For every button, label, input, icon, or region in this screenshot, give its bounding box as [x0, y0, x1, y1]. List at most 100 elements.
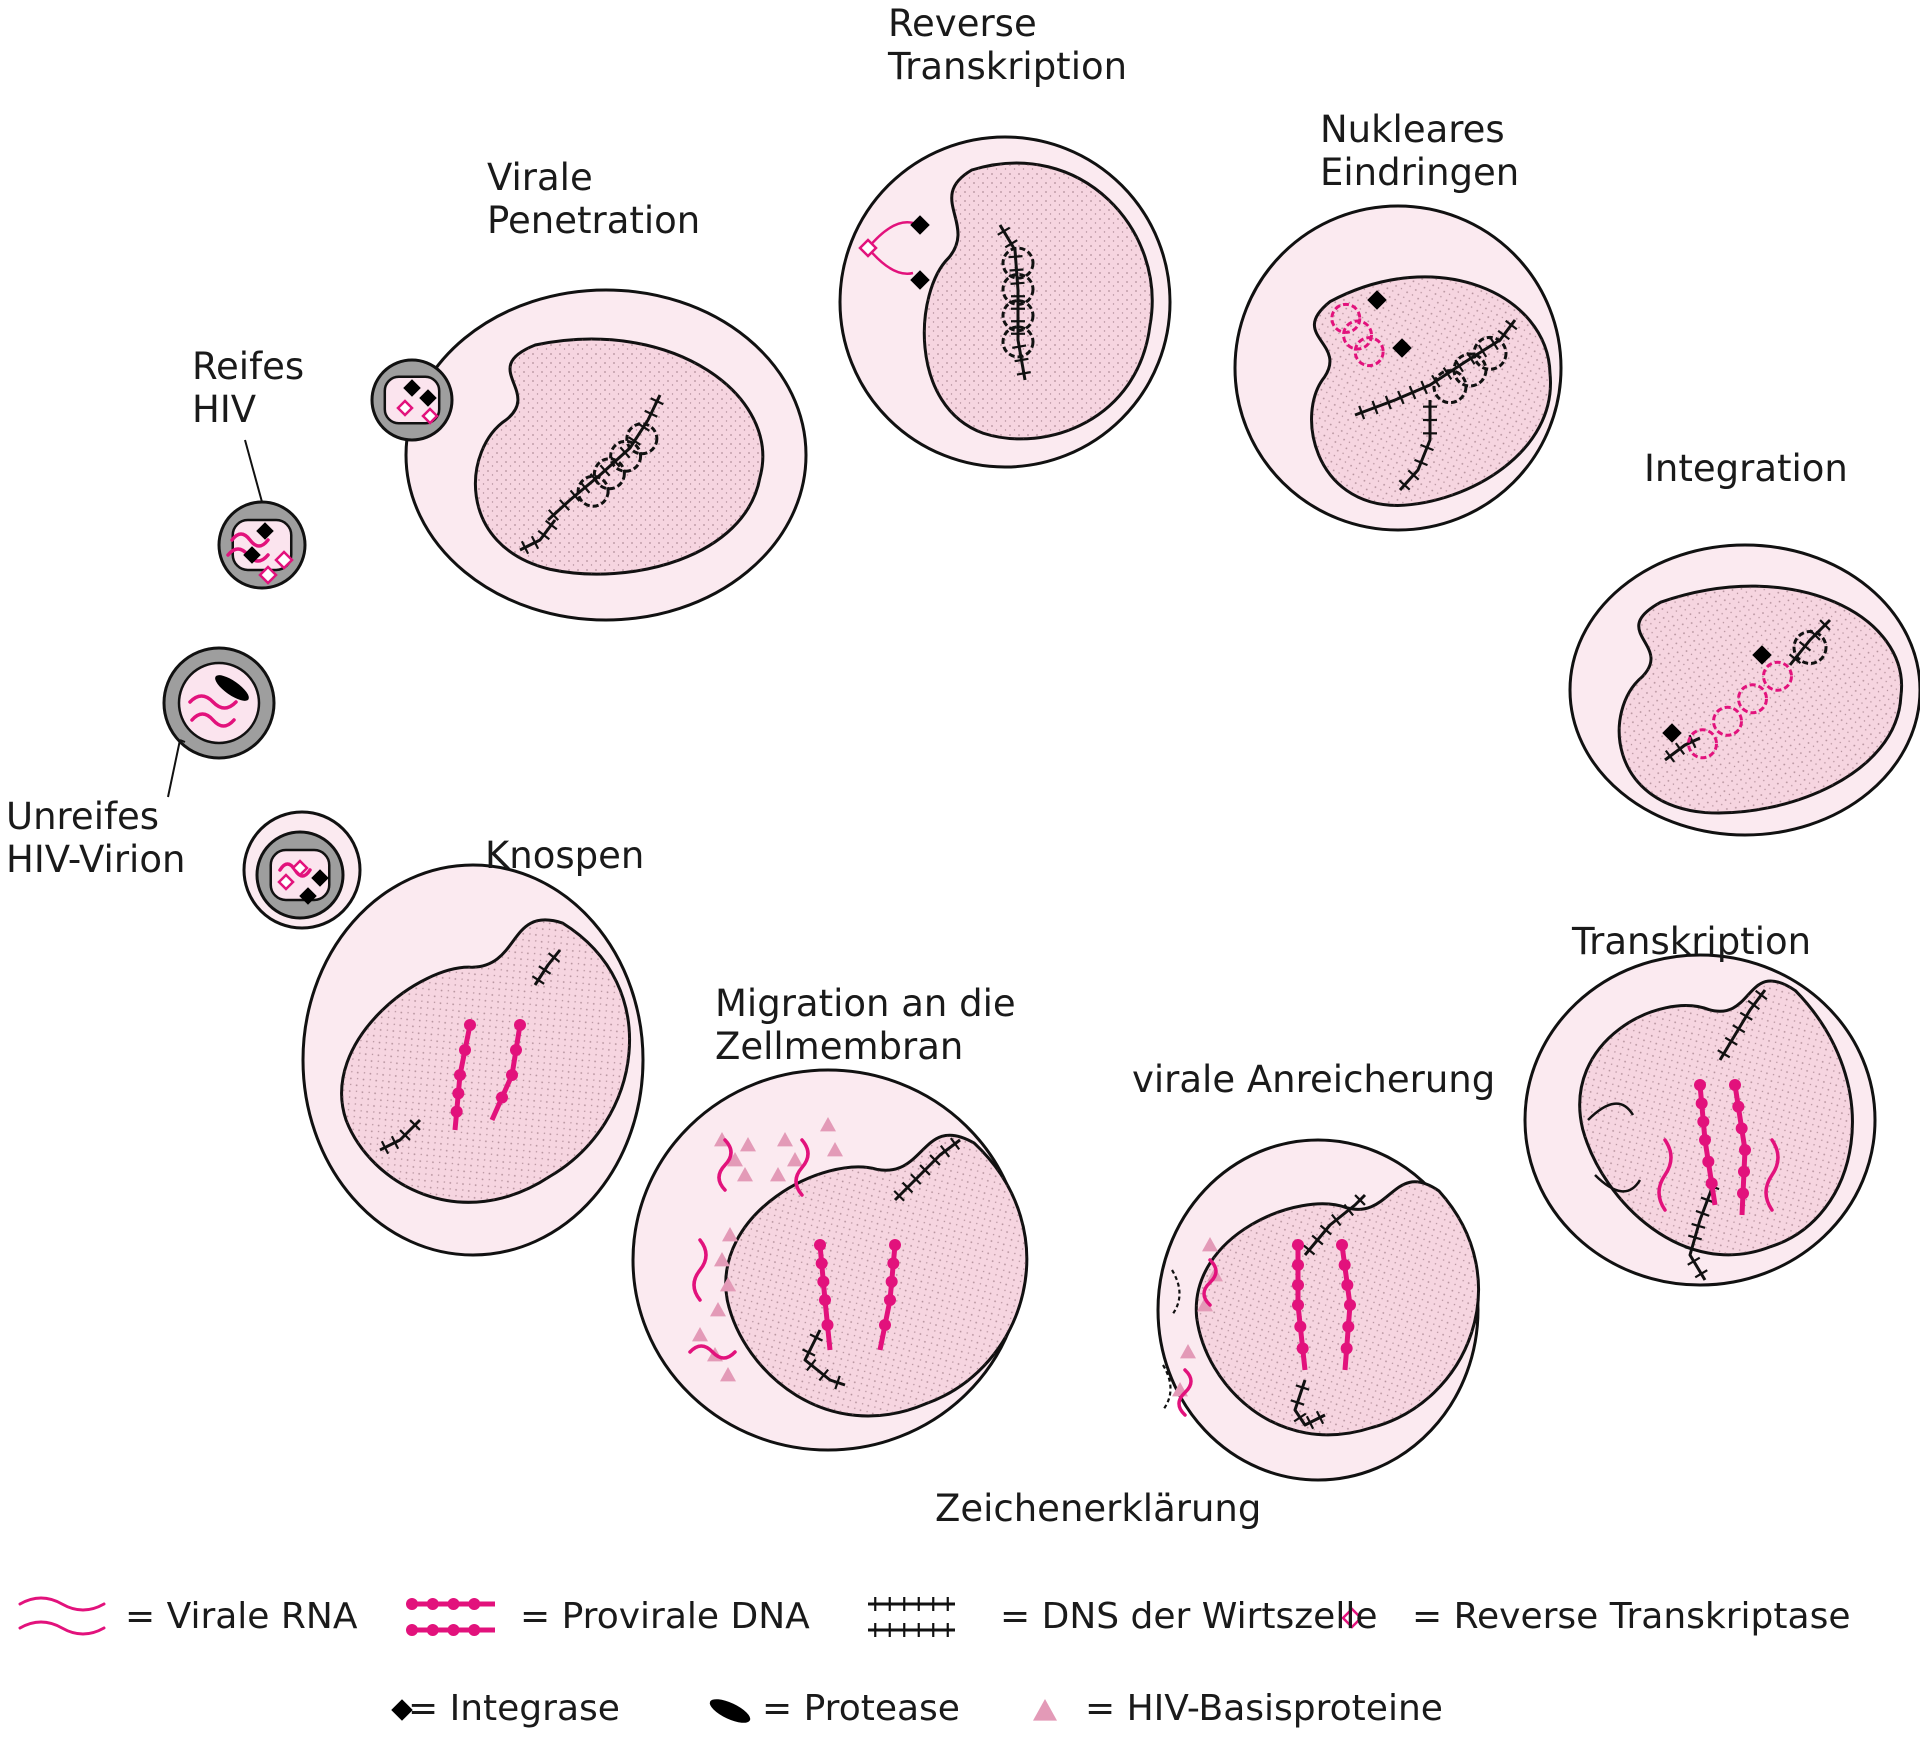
nucleus-stipple	[1619, 586, 1902, 813]
dna-barb	[1014, 357, 1029, 363]
dna-barb	[1442, 367, 1453, 380]
dna-helix-loop	[1342, 319, 1373, 351]
proviral-bead	[814, 1239, 826, 1251]
dna-strand	[1718, 989, 1767, 1061]
dna-helix-loop	[1330, 302, 1362, 334]
proviral-bead	[887, 1257, 900, 1270]
dna-barb	[919, 1164, 931, 1176]
dna-barb	[1311, 1234, 1324, 1246]
label-immature-line1: Unreifes	[6, 795, 160, 838]
basic-protein	[770, 1167, 786, 1182]
proviral-bead	[468, 1598, 481, 1610]
dna-barb	[409, 1119, 421, 1131]
dna-barb	[1754, 989, 1768, 1001]
legend-integrase-icon	[391, 1699, 413, 1721]
dna-barb	[537, 529, 551, 541]
legend-reverse-transcriptase-icon	[1341, 1607, 1363, 1629]
dna-barb	[1664, 749, 1676, 763]
dna-barb	[1293, 1412, 1307, 1423]
dna-barb	[1420, 443, 1434, 452]
viral-rna	[230, 532, 270, 548]
dna-helix-loop	[1762, 660, 1793, 692]
dna-strand	[379, 1118, 422, 1152]
dna-helix-loop	[1792, 630, 1828, 665]
integrase	[243, 546, 261, 564]
nucleus-group	[922, 161, 1154, 441]
dna-strand	[1664, 736, 1701, 762]
integrase	[311, 869, 329, 887]
proviral-bead	[815, 1257, 828, 1270]
dna-barb	[399, 1129, 411, 1141]
integrase	[910, 215, 930, 235]
proviral-bead	[1729, 1079, 1741, 1091]
nucleus-stipple	[1196, 1181, 1479, 1435]
legend-proviral-dna-label: = Provirale DNA	[520, 1596, 810, 1637]
proviral-bead	[821, 1319, 834, 1331]
dna-barb	[1315, 1410, 1325, 1425]
integrase	[256, 522, 274, 540]
nucleus-group	[340, 918, 632, 1204]
basic-protein	[827, 1142, 843, 1157]
dna-barb	[1371, 400, 1379, 415]
label-reverse-transcription: Reverse Transkription	[888, 2, 1127, 88]
legend-protease-icon	[709, 1699, 751, 1723]
label-transcription-line1: Transkription	[1572, 920, 1812, 963]
dna-helix-loop	[1737, 683, 1768, 715]
basic-protein	[787, 1152, 803, 1167]
dna-barb	[1694, 1269, 1708, 1279]
viral-rna	[794, 1138, 810, 1197]
reverse-transcriptase	[274, 550, 294, 570]
proviral-bead	[447, 1624, 460, 1636]
dna-barb	[1397, 390, 1405, 405]
basic-protein	[820, 1117, 836, 1132]
dna-barb	[650, 397, 664, 406]
reverse-transcriptase	[421, 407, 439, 425]
dna-helix-loop	[609, 439, 643, 473]
dna-barb	[1798, 641, 1812, 652]
marks-layer	[167, 215, 1780, 1417]
proviral-bead	[464, 1019, 476, 1031]
dna-barb	[628, 436, 641, 446]
viral-rna	[18, 1620, 106, 1636]
dna-barb	[1695, 1209, 1710, 1217]
basic-protein	[727, 1152, 743, 1167]
proviral-bead	[1737, 1187, 1749, 1200]
dna-strand	[519, 519, 557, 552]
nucleus-group	[724, 1133, 1029, 1418]
basic-protein	[692, 1327, 708, 1342]
basic-protein	[737, 1167, 753, 1182]
basic-protein	[722, 1227, 738, 1242]
viral-rna	[692, 1238, 708, 1302]
dna-barb	[1497, 329, 1511, 341]
proviral-bead	[406, 1624, 418, 1636]
dna-barb	[1724, 1036, 1738, 1046]
dna-barb	[1358, 405, 1366, 420]
dna-barb	[1477, 344, 1488, 358]
dna-barb	[1319, 1224, 1332, 1236]
dna-barb	[1295, 1384, 1310, 1391]
nucleus-group	[1617, 584, 1904, 815]
nucleus-stipple	[924, 163, 1153, 439]
basic-protein	[710, 1302, 726, 1317]
nucleus-stipple	[725, 1135, 1027, 1416]
label-migration: Migration an die Zellmembran	[715, 982, 1016, 1068]
viral-rna	[18, 1596, 106, 1612]
dna-helix-loop	[1353, 336, 1385, 368]
label-nuclear-line2: Eindringen	[1320, 151, 1520, 194]
label-rt-line2: Transkription	[888, 45, 1128, 88]
proviral-bead	[1292, 1299, 1304, 1311]
dna-barb	[1010, 281, 1025, 285]
dna-barb	[558, 499, 571, 511]
label-budding-line1: Knospen	[485, 834, 645, 877]
basic-protein	[720, 1277, 736, 1292]
viral-rna	[188, 694, 238, 710]
proviral-bead	[1292, 1259, 1304, 1271]
label-integration: Integration	[1644, 447, 1848, 490]
basic-protein	[1180, 1344, 1196, 1359]
nucleus-stipple	[341, 919, 630, 1203]
dna-helix-loop	[625, 422, 659, 456]
dna-barb	[1331, 1213, 1342, 1227]
dna-barb	[893, 1190, 905, 1202]
dna-helix-loop	[1712, 705, 1743, 737]
